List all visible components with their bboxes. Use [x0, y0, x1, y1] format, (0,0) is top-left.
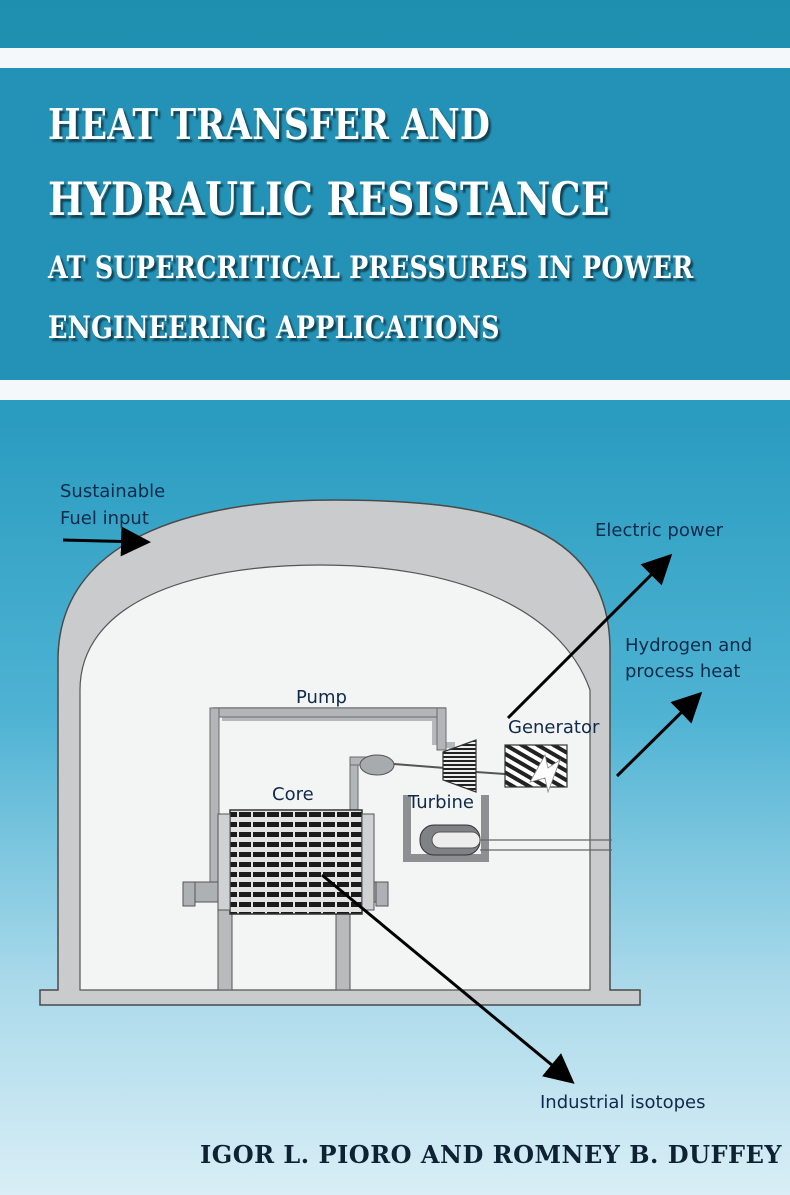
fuel-input-label-1: Sustainable: [60, 481, 165, 502]
electric-power-arrow: [506, 553, 673, 720]
turbine-label: Turbine: [407, 792, 474, 813]
title-line-2: HYDRAULIC RESISTANCE: [48, 172, 610, 226]
pump-body: [359, 754, 395, 776]
generator-label: Generator: [508, 717, 600, 738]
fuel-input-label-2: Fuel input: [60, 508, 149, 529]
hydrogen-arrow: [615, 691, 703, 778]
title-line-1: HEAT TRANSFER AND: [48, 100, 491, 149]
reactor-diagram: Sustainable Fuel input Electric power Hy…: [39, 481, 752, 1113]
hydrogen-label-1: Hydrogen and: [625, 635, 752, 656]
isotopes-arrow: [321, 873, 575, 1084]
fuel-input-arrow: [62, 526, 151, 557]
core-label: Core: [272, 784, 314, 805]
hydrogen-label-2: process heat: [625, 661, 740, 682]
condenser-loop: [403, 795, 489, 862]
subtitle-line-2: ENGINEERING APPLICATIONS: [48, 310, 500, 346]
turbine: [442, 739, 477, 793]
pump-label: Pump: [296, 687, 347, 708]
title-band: [0, 68, 790, 380]
reactor-core: [229, 809, 363, 915]
subtitle-line-1: AT SUPERCRITICAL PRESSURES IN POWER: [48, 250, 694, 286]
authors: IGOR L. PIORO AND ROMNEY B. DUFFEY: [200, 1140, 783, 1169]
electric-power-label: Electric power: [595, 520, 724, 541]
isotopes-label: Industrial isotopes: [540, 1092, 705, 1113]
bottom-stripe: [0, 380, 790, 400]
top-stripe: [0, 48, 790, 68]
